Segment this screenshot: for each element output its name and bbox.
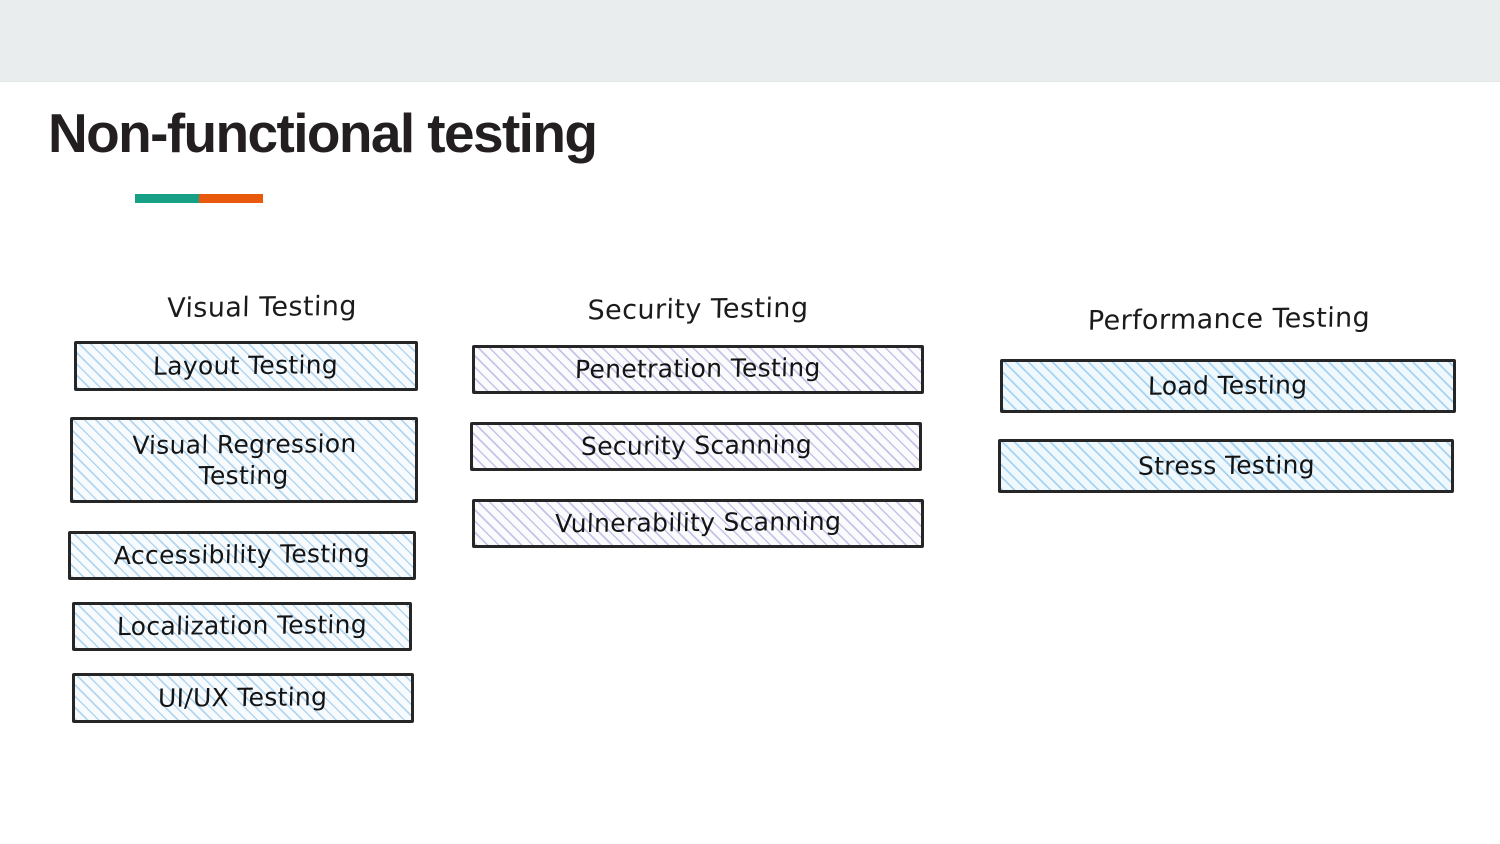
column-heading-visual-testing: Visual Testing [166,290,358,325]
list-item[interactable]: Localization Testing [72,602,412,651]
item-label: Vulnerability Scanning [554,507,842,539]
list-item[interactable]: Vulnerability Scanning [472,499,924,548]
column-heading-security-testing: Security Testing [587,292,809,327]
item-label: Visual Regression Testing [131,428,358,490]
item-label: Stress Testing [1137,449,1315,481]
list-item[interactable]: Security Scanning [470,422,922,471]
item-label: Load Testing [1147,370,1309,401]
column-performance-testing: Performance Testing Load Testing Stress … [996,82,1458,519]
page-title: Non-functional testing [48,102,598,164]
list-item[interactable]: Visual Regression Testing [70,417,418,503]
category-columns: Visual Testing Layout Testing Visual Reg… [0,82,1500,844]
window-chrome-bar [0,0,1500,82]
item-label: Penetration Testing [574,353,822,385]
item-list-visual-testing: Layout Testing Visual Regression Testing… [68,341,428,723]
slide-canvas: Non-functional testing Visual Testing La… [0,82,1500,844]
item-label: Security Scanning [580,430,812,462]
item-label: Localization Testing [116,610,368,642]
list-item[interactable]: Accessibility Testing [68,531,416,580]
item-label: Accessibility Testing [113,539,371,571]
title-accent-rule [135,194,263,203]
list-item[interactable]: Stress Testing [998,439,1454,493]
accent-segment-teal [135,194,199,203]
item-list-security-testing: Penetration Testing Security Scanning Vu… [468,345,928,548]
list-item[interactable]: UI/UX Testing [72,673,414,723]
item-label: Layout Testing [153,349,339,381]
list-item[interactable]: Load Testing [1000,359,1456,413]
column-heading-performance-testing: Performance Testing [1087,302,1371,337]
column-visual-testing: Visual Testing Layout Testing Visual Reg… [68,82,428,749]
item-list-performance-testing: Load Testing Stress Testing [996,359,1458,493]
accent-segment-orange [199,194,263,203]
list-item[interactable]: Layout Testing [74,341,418,391]
item-label: UI/UX Testing [157,682,329,713]
list-item[interactable]: Penetration Testing [472,345,924,394]
column-security-testing: Security Testing Penetration Testing Sec… [468,82,928,574]
